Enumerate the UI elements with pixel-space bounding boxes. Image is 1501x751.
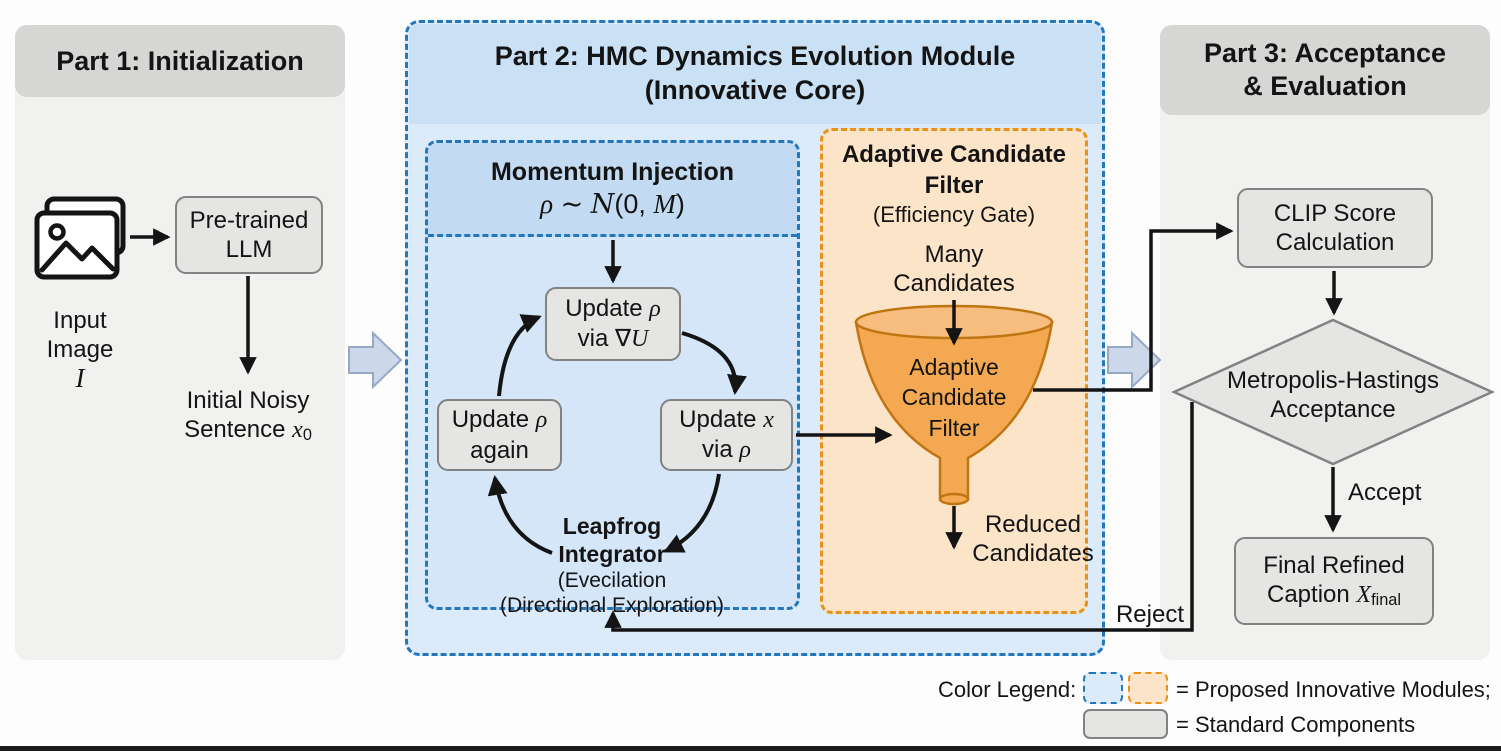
legend-gray-swatch (1083, 709, 1168, 739)
pretrained-llm-box: Pre-trained LLM (175, 196, 323, 274)
final-caption-box: Final Refined Caption Xfinal (1234, 537, 1434, 625)
photo-sun (48, 223, 66, 241)
leapfrog-line4: (Directional Exploration) (499, 594, 725, 618)
update-rho-box: Update ρ via ∇U (545, 287, 681, 361)
update-x-line2: via ρ (702, 436, 751, 463)
leapfrog-line2: Integrator (558, 540, 666, 567)
leapfrog-line3: (Evecilation (557, 569, 667, 593)
final-caption-line2: Caption Xfinal (1267, 581, 1401, 610)
momentum-title: Momentum Injection (490, 157, 735, 186)
input-image-icon (33, 196, 127, 287)
initial-noisy-label: Initial Noisy Sentence x0 (140, 386, 356, 446)
legend-label: Color Legend: (938, 677, 1077, 702)
many-candidates-label: Many Candidates (893, 241, 1015, 298)
update-rho-again-box: Update ρ again (437, 399, 562, 471)
photo-mountain (39, 240, 116, 273)
input-image-symbol-text: I (75, 363, 85, 393)
reduced-candidates-label: Reduced Candidates (972, 511, 1094, 568)
funnel-label: Adaptive Candidate Filter (901, 354, 1007, 441)
update-rho-again-line2: again (470, 436, 529, 464)
legend-orange-swatch (1128, 672, 1168, 704)
bottom-edge-bar (0, 746, 1501, 751)
input-image-symbol: I (30, 362, 130, 395)
initial-noisy-line1: Initial Noisy (186, 387, 310, 414)
pretrained-llm-label: Pre-trained LLM (189, 206, 309, 263)
part1-header: Part 1: Initialization (15, 25, 345, 97)
part3-header: Part 3: Acceptance & Evaluation (1160, 25, 1490, 115)
update-rho-line1: Update ρ (565, 294, 661, 322)
photo-front-frame (34, 210, 120, 280)
leapfrog-label: Leapfrog Integrator (Evecilation (Direct… (472, 513, 752, 619)
momentum-formula: ρ ∼ N(0, M) (540, 188, 685, 220)
chevron-arrow-part1-part2 (348, 330, 403, 390)
accept-label: Accept (1348, 479, 1422, 506)
initial-noisy-line2: Sentence x0 (184, 416, 312, 445)
legend-proposed-text: = Proposed Innovative Modules; (1176, 677, 1491, 702)
acf-title-line2: Filter (924, 171, 984, 199)
update-x-box: Update x via ρ (660, 399, 793, 471)
part2-header: Part 2: HMC Dynamics Evolution Module (I… (409, 24, 1101, 124)
legend-standard-text: = Standard Components (1176, 712, 1416, 737)
update-rho-line2: via ∇U (577, 325, 649, 352)
acf-title: Adaptive Candidate Filter (Efficiency Ga… (822, 140, 1086, 230)
clip-score-label: CLIP Score Calculation (1273, 199, 1397, 256)
update-rho-again-line1: Update ρ (451, 406, 548, 434)
part2-title: Part 2: HMC Dynamics Evolution Module (494, 41, 1016, 72)
acf-subtitle: (Efficiency Gate) (872, 202, 1036, 228)
clip-score-box: CLIP Score Calculation (1237, 188, 1433, 268)
leapfrog-line1: Leapfrog (562, 513, 662, 539)
reject-label: Reject (1115, 601, 1184, 628)
part1-title: Part 1: Initialization (56, 45, 304, 76)
chevron-arrow-part2-part3 (1107, 330, 1162, 390)
mh-diamond-label: Metropolis-Hastings Acceptance (1226, 367, 1440, 424)
legend-blue-swatch (1083, 672, 1123, 704)
final-caption-line1: Final Refined (1263, 551, 1405, 579)
input-image-label: Input Image (46, 307, 114, 364)
part1-panel (15, 25, 345, 660)
update-x-line1: Update x (679, 405, 774, 433)
acf-title-line1: Adaptive Candidate (841, 141, 1067, 168)
part3-title: Part 3: Acceptance & Evaluation (1203, 38, 1447, 101)
momentum-header: Momentum Injection ρ ∼ N(0, M) (428, 143, 797, 237)
part2-subtitle: (Innovative Core) (644, 75, 866, 105)
